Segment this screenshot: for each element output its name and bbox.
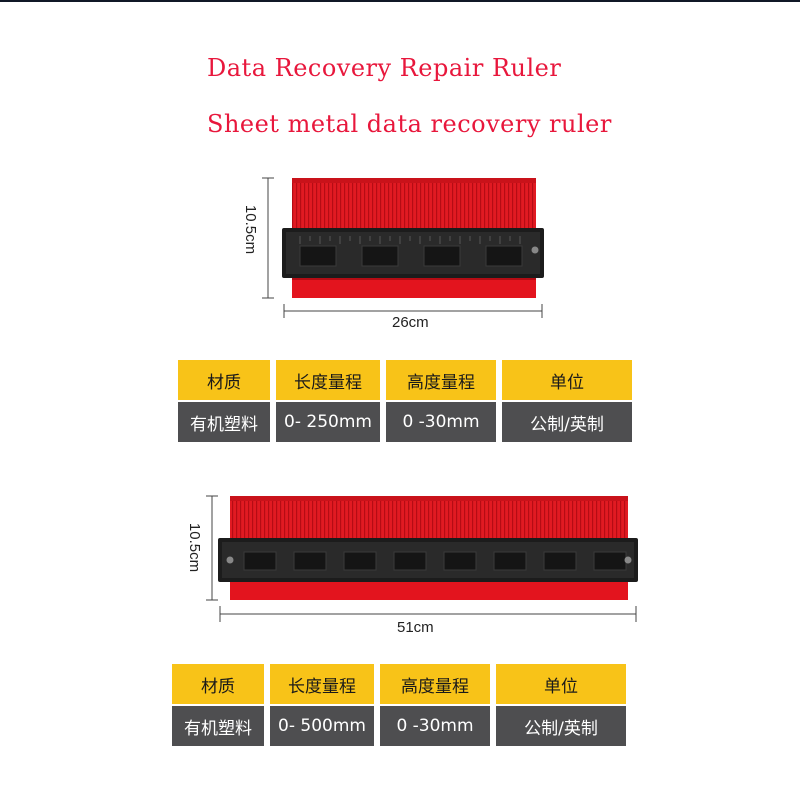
value-material: 有机塑料 [178,402,270,442]
large-ruler-body [230,496,628,538]
large-ruler-clamp [218,538,638,582]
table-row: 有机塑料 0- 500mm 0 -30mm 公制/英制 [172,706,626,746]
value-unit: 公制/英制 [502,402,632,442]
large-ruler-bottom [230,578,628,600]
title-line-1: Data Recovery Repair Ruler [207,54,562,82]
header-height-range: 高度量程 [386,360,496,400]
header-unit: 单位 [502,360,632,400]
header-length-range: 长度量程 [276,360,380,400]
large-height-dimension [206,495,218,601]
value-material: 有机塑料 [172,706,264,746]
top-border [0,0,800,2]
large-spec-table: 材质 长度量程 高度量程 单位 有机塑料 0- 500mm 0 -30mm 公制… [166,662,632,748]
large-height-label: 10.5cm [186,522,204,573]
small-ruler-clamp [282,228,544,278]
value-length-range: 0- 500mm [270,706,374,746]
value-height-range: 0 -30mm [386,402,496,442]
table-header-row: 材质 长度量程 高度量程 单位 [178,360,632,400]
header-material: 材质 [172,664,264,704]
header-height-range: 高度量程 [380,664,490,704]
title-line-2: Sheet metal data recovery ruler [207,110,612,138]
value-length-range: 0- 250mm [276,402,380,442]
header-length-range: 长度量程 [270,664,374,704]
small-width-dimension [283,304,543,318]
header-material: 材质 [178,360,270,400]
small-spec-table: 材质 长度量程 高度量程 单位 有机塑料 0- 250mm 0 -30mm 公制… [172,358,638,444]
value-unit: 公制/英制 [496,706,626,746]
small-ruler-bottom [292,276,536,298]
large-width-label: 51cm [397,619,434,636]
header-unit: 单位 [496,664,626,704]
small-width-label: 26cm [392,314,429,331]
table-row: 有机塑料 0- 250mm 0 -30mm 公制/英制 [178,402,632,442]
table-header-row: 材质 长度量程 高度量程 单位 [172,664,626,704]
small-ruler-body [292,178,536,228]
small-height-dimension [262,177,274,299]
large-width-dimension [219,606,637,622]
small-height-label: 10.5cm [242,204,260,255]
value-height-range: 0 -30mm [380,706,490,746]
